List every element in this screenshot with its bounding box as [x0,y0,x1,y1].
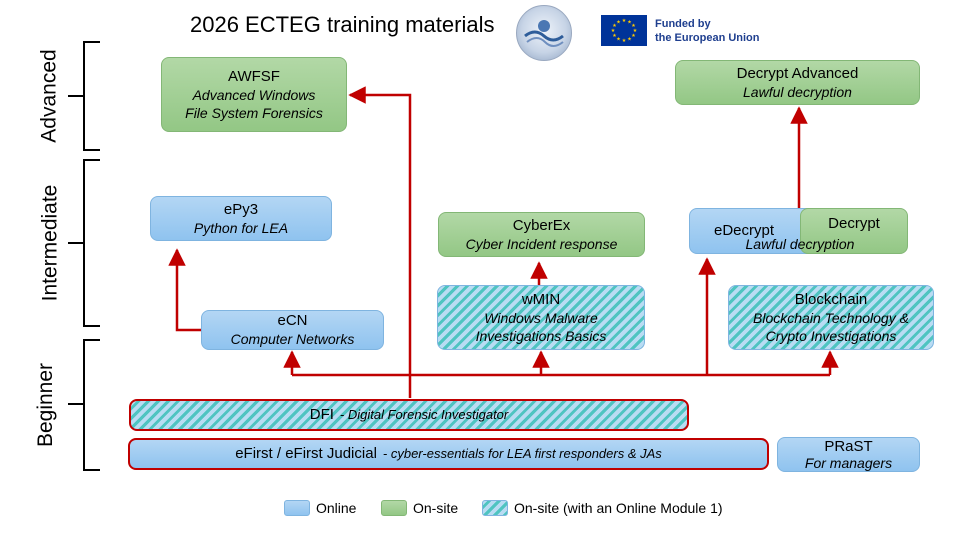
course-dfi[interactable]: DFI - Digital Forensic Investigator [129,399,689,431]
funder-text: Funded by the European Union [655,17,760,45]
funder-line2: the European Union [655,32,760,44]
level-advanced-label: Advanced [38,49,61,143]
course-desc: Lawful decryption [743,83,852,100]
course-name: eFirst / eFirst Judicial [235,445,377,462]
course-prast[interactable]: PRaST For managers [777,437,920,472]
course-awfsf[interactable]: AWFSF Advanced Windows File System Foren… [161,57,347,132]
course-name: Decrypt Advanced [736,64,859,82]
legend-online: Online [284,500,356,516]
svg-text:★: ★ [622,38,627,44]
legend-swatch-online [284,500,310,516]
arrow-dfi-awfsf [348,86,412,398]
course-name: CyberEx [512,216,571,234]
course-decrypt-advanced[interactable]: Decrypt Advanced Lawful decryption [675,60,920,105]
level-beginner: Beginner [26,340,66,470]
course-desc: Crypto Investigations [765,327,897,344]
ecteg-logo [516,5,572,61]
arrow-ecn-epy3 [168,248,201,332]
svg-text:★: ★ [631,23,636,29]
course-desc: File System Forensics [185,104,323,121]
course-name: AWFSF [228,67,280,85]
svg-text:★: ★ [627,37,632,43]
course-desc: Cyber Incident response [465,235,618,252]
course-blockchain[interactable]: Blockchain Blockchain Technology & Crypt… [728,285,934,350]
level-intermediate-label: Intermediate [38,184,62,302]
course-name: PRaST [824,437,873,455]
svg-text:★: ★ [622,18,627,24]
level-intermediate: Intermediate [30,160,70,326]
svg-text:★: ★ [611,28,616,34]
course-desc: Computer Networks [230,331,355,347]
course-desc: Investigations Basics [475,327,607,344]
legend-label: Online [316,500,357,516]
legend-onsite: On-site [381,500,458,516]
edecrypt-desc: Lawful decryption [745,236,855,252]
svg-text:★: ★ [616,37,621,43]
level-brackets [68,41,100,471]
course-desc: - Digital Forensic Investigator [339,407,509,422]
course-name: ePy3 [223,200,259,218]
svg-text:★: ★ [612,33,617,39]
legend-swatch-hybrid [482,500,508,516]
course-name: eCN [277,312,308,329]
course-wmin[interactable]: wMIN Windows Malware Investigations Basi… [437,285,645,350]
course-desc: For managers [804,454,893,471]
funder-line1: Funded by [655,18,711,30]
legend-label: On-site (with an Online Module 1) [514,500,723,516]
course-ecn[interactable]: eCN Computer Networks [201,310,384,350]
level-beginner-label: Beginner [34,362,57,448]
course-efirst[interactable]: eFirst / eFirst Judicial - cyber-essenti… [128,438,769,470]
svg-text:★: ★ [633,28,638,34]
course-desc: Advanced Windows [192,86,316,103]
svg-text:★: ★ [627,20,632,26]
course-desc: - cyber-essentials for LEA first respond… [382,446,662,461]
course-name: eDecrypt [714,222,775,239]
legend-swatch-onsite [381,500,407,516]
level-advanced: Advanced [30,42,70,150]
eu-flag-icon: ★★★ ★★★ ★★★ ★★★ [601,15,647,46]
course-name: Blockchain [794,290,868,308]
course-desc: Python for LEA [193,219,289,236]
course-cyberex[interactable]: CyberEx Cyber Incident response [438,212,645,257]
course-desc: Blockchain Technology & [753,309,909,326]
legend-hybrid: On-site (with an Online Module 1) [482,500,723,516]
course-name: DFI [309,406,334,423]
course-decrypt[interactable]: Decrypt [800,208,908,254]
page-title: 2026 ECTEG training materials [190,12,495,37]
svg-text:★: ★ [631,33,636,39]
svg-text:★: ★ [612,23,617,29]
legend-label: On-site [413,500,459,516]
course-desc: Windows Malware [484,309,598,326]
svg-text:★: ★ [616,20,621,26]
course-name: wMIN [521,290,561,308]
course-epy3[interactable]: ePy3 Python for LEA [150,196,332,241]
course-name: Decrypt [828,215,880,232]
